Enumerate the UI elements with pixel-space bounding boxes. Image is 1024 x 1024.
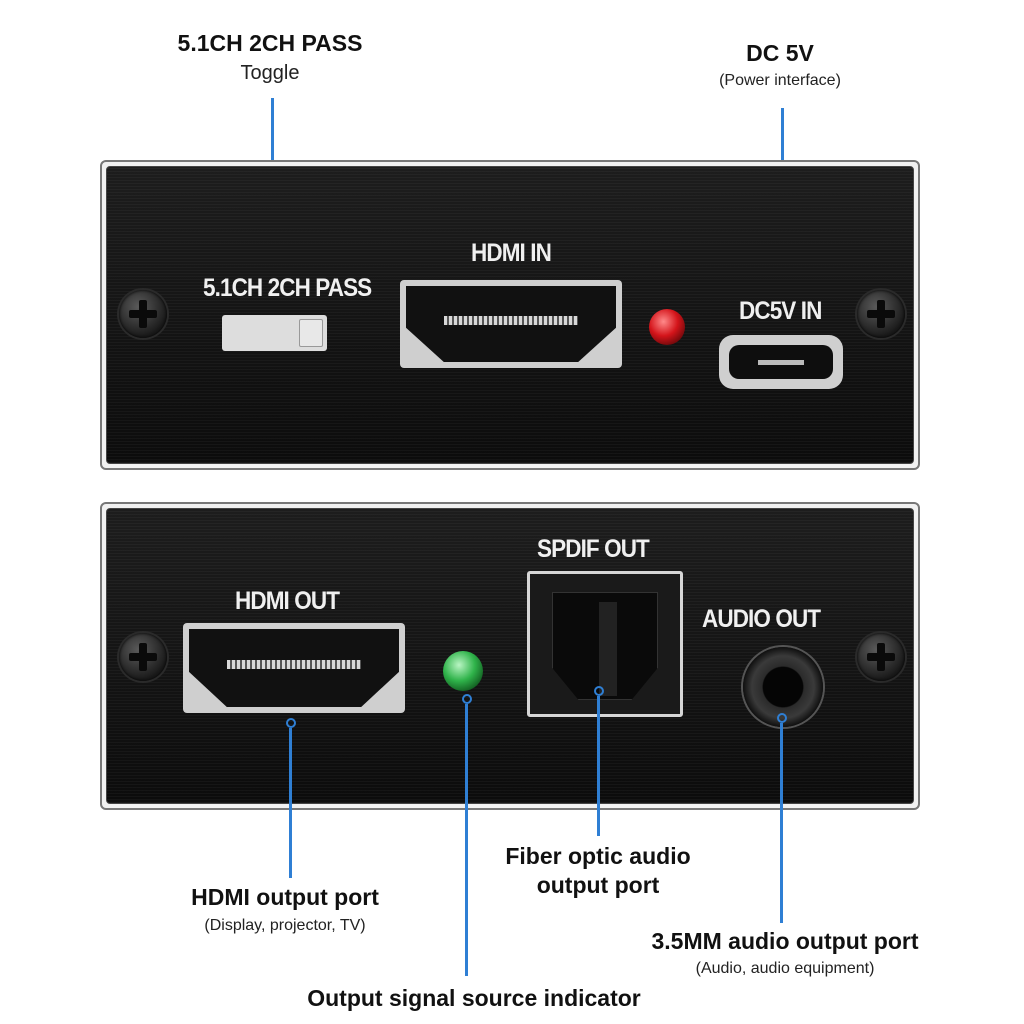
power-callout-title: DC 5V — [680, 40, 880, 67]
hdmi-out-label: HDMI OUT — [235, 587, 339, 616]
audio-jack-callout-line — [780, 723, 783, 923]
dc5v-socket — [729, 345, 833, 379]
fiber-callout-dot — [594, 686, 604, 696]
audio-jack-callout-subtitle: (Audio, audio equipment) — [620, 960, 950, 978]
top-right-screw-icon — [857, 290, 905, 338]
fiber-callout-title-line2: output port — [470, 872, 726, 899]
audio-out-label: AUDIO OUT — [702, 605, 820, 634]
hdmi-in-socket — [406, 286, 616, 362]
hdmi-in-pins — [444, 316, 578, 325]
fiber-callout-title-line1: Fiber optic audio — [470, 843, 726, 870]
indicator-callout-title: Output signal source indicator — [274, 985, 674, 1012]
red-power-led — [649, 309, 685, 345]
5-1ch-2ch-pass-toggle[interactable] — [222, 315, 327, 351]
hdmi-out-socket — [189, 629, 399, 707]
spdif-slot — [599, 602, 617, 696]
hdmi-in-label: HDMI IN — [471, 239, 551, 268]
dc5v-pin — [758, 360, 804, 365]
power-callout-subtitle: (Power interface) — [680, 72, 880, 90]
indicator-callout-dot — [462, 694, 472, 704]
green-signal-led — [443, 651, 483, 691]
spdif-optical-port[interactable] — [527, 571, 683, 717]
bottom-panel-face: HDMI OUT SPDIF OUT AUDIO OUT — [106, 508, 914, 804]
top-left-screw-icon — [119, 290, 167, 338]
hdmi-in-port[interactable] — [400, 280, 622, 368]
toggle-callout-title: 5.1CH 2CH PASS — [150, 30, 390, 57]
toggle-knob — [299, 319, 323, 347]
hdmi-out-pins — [227, 660, 361, 669]
spdif-out-label: SPDIF OUT — [537, 535, 649, 564]
bottom-right-screw-icon — [857, 633, 905, 681]
bottom-device-panel: HDMI OUT SPDIF OUT AUDIO OUT — [100, 502, 920, 810]
top-panel-face: 5.1CH 2CH PASS HDMI IN DC5V IN — [106, 166, 914, 464]
audio-jack-callout-title: 3.5MM audio output port — [620, 928, 950, 955]
toggle-callout-subtitle: Toggle — [150, 62, 390, 85]
top-device-panel: 5.1CH 2CH PASS HDMI IN DC5V IN — [100, 160, 920, 470]
hdmi-out-callout-dot — [286, 718, 296, 728]
switch-label: 5.1CH 2CH PASS — [203, 274, 371, 303]
fiber-callout-line — [597, 696, 600, 836]
bottom-left-screw-icon — [119, 633, 167, 681]
hdmi-out-port[interactable] — [183, 623, 405, 713]
audio-jack-callout-dot — [777, 713, 787, 723]
dc5v-in-port[interactable] — [719, 335, 843, 389]
indicator-callout-line — [465, 704, 468, 976]
hdmi-out-callout-subtitle: (Display, projector, TV) — [165, 917, 405, 935]
dc-in-label: DC5V IN — [739, 297, 821, 326]
hdmi-out-callout-title: HDMI output port — [165, 884, 405, 911]
hdmi-out-callout-line — [289, 728, 292, 878]
